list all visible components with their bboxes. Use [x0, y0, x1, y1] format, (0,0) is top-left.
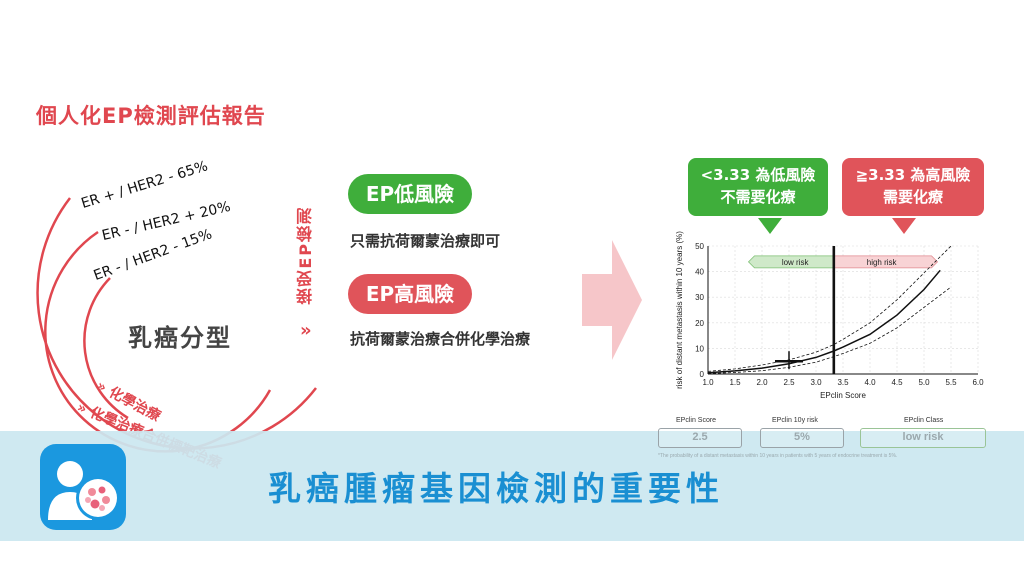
flow-arrow-icon: [582, 240, 642, 360]
table-footnote: *The probability of a distant metastasis…: [658, 453, 898, 459]
series-line-lower_ci: [707, 286, 952, 374]
bottom-bar: [0, 541, 1024, 576]
table-head-score: EPclin Score: [676, 417, 717, 424]
y-tick-label: 10: [695, 344, 704, 353]
subtype-center-label: 乳癌分型: [128, 324, 232, 352]
series-line-upper_ci: [707, 245, 952, 372]
x-tick-label: 2.0: [756, 378, 768, 387]
band-label-low: low risk: [782, 258, 810, 267]
x-tick-label: 3.5: [837, 378, 849, 387]
table-head-risk: EPclin 10y risk: [772, 417, 818, 424]
ep-low-risk-pill: EP低風險: [348, 174, 472, 214]
y-tick-label: 0: [700, 370, 705, 379]
x-tick-label: 4.0: [864, 378, 876, 387]
y-tick-label: 20: [695, 319, 704, 328]
top-bar: [0, 0, 1024, 72]
high-risk-line2: 需要化療: [882, 188, 943, 206]
high-risk-threshold-box: ≧3.33 為高風險 需要化療: [842, 158, 984, 216]
x-tick-label: 5.0: [918, 378, 930, 387]
ep-high-risk-desc: 抗荷爾蒙治療合併化學治療: [350, 330, 531, 348]
x-tick-label: 3.0: [810, 378, 822, 387]
chevron-icon: »: [300, 320, 312, 341]
subtype-arcs: [36, 197, 317, 453]
title-band: [0, 431, 1024, 541]
low-risk-threshold-box: <3.33 為低風險 不需要化療: [688, 158, 828, 216]
patient-cell-icon: [40, 444, 126, 530]
x-tick-label: 6.0: [972, 378, 984, 387]
x-tick-label: 2.5: [783, 378, 795, 387]
low-risk-line2: 不需要化療: [720, 188, 796, 206]
high-risk-line1: ≧3.33 為高風險: [855, 166, 971, 184]
table-head-class: EPclin Class: [904, 417, 944, 424]
low-risk-line1: <3.33 為低風險: [700, 166, 816, 184]
series-line-estimate: [707, 269, 941, 374]
table-value-class: low risk: [860, 428, 986, 448]
table-value-risk: 5%: [760, 428, 844, 448]
x-axis-title: EPclin Score: [820, 391, 866, 400]
y-axis-title: risk of distant metastasis within 10 yea…: [675, 231, 684, 389]
ep-test-label: 接受EP檢測: [296, 206, 315, 305]
x-tick-label: 1.5: [729, 378, 741, 387]
down-arrow-icon: [758, 218, 782, 234]
main-title: 乳癌腫瘤基因檢測的重要性: [268, 469, 724, 508]
epclin-risk-chart: low risk high risk 1.0 1.5 2.0 2.5 3.0 3.5 4.0 4.…: [675, 231, 984, 400]
band-label-high: high risk: [867, 258, 898, 267]
report-title: 個人化EP檢測評估報告: [36, 104, 266, 128]
x-tick-label: 4.5: [891, 378, 903, 387]
y-tick-label: 30: [695, 293, 704, 302]
ep-high-risk-pill: EP高風險: [348, 274, 472, 314]
ep-low-risk-desc: 只需抗荷爾蒙治療即可: [350, 232, 501, 250]
x-tick-label: 1.0: [702, 378, 714, 387]
y-tick-label: 40: [695, 268, 704, 277]
down-arrow-icon: [892, 218, 916, 234]
y-tick-label: 50: [695, 242, 704, 251]
table-value-score: 2.5: [658, 428, 742, 448]
x-tick-label: 5.5: [945, 378, 957, 387]
